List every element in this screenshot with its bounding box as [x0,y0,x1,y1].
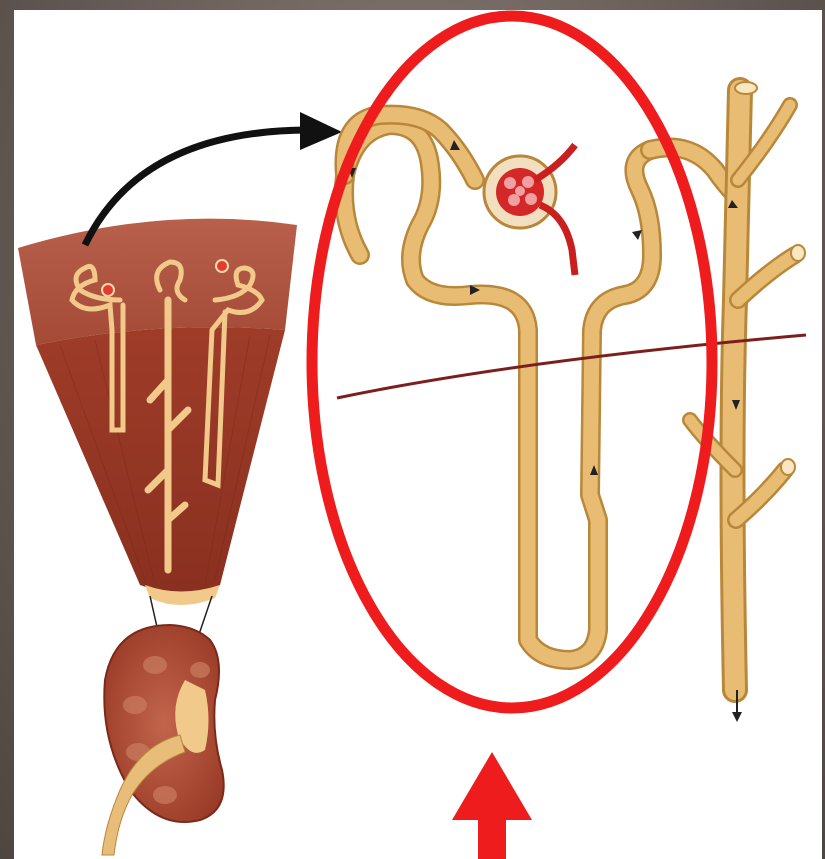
mini-glomerulus-2 [216,260,228,272]
flow-arrows [348,140,742,722]
kidney [102,625,224,855]
renal-pyramid [18,219,297,605]
glomerulus [484,145,575,275]
medulla-region [36,327,285,592]
highlight-ring [312,16,712,708]
collecting-duct [690,90,795,690]
up-arrow-icon [452,752,532,859]
mini-glomerulus-1 [102,284,114,296]
